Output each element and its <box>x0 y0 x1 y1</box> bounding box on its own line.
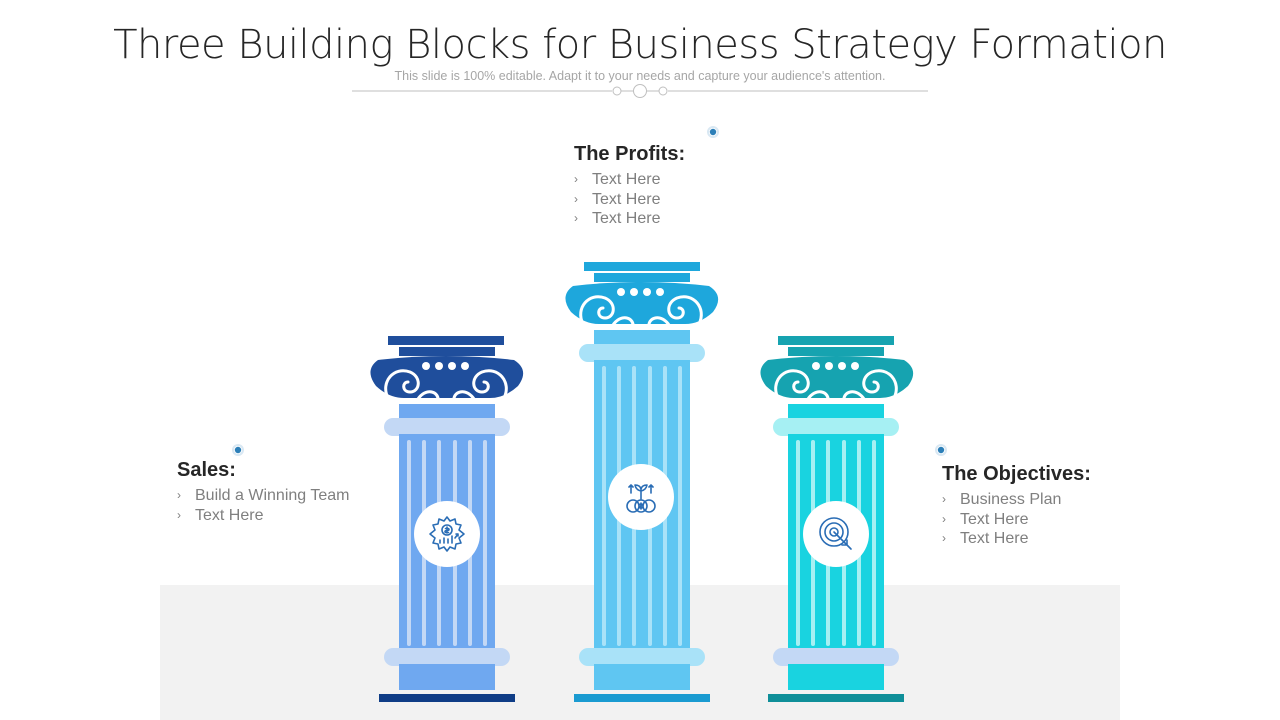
chevron-right-icon: › <box>942 492 946 506</box>
pillar-objectives-upper-ring <box>773 418 899 436</box>
chevron-right-icon: › <box>942 531 946 545</box>
objectives-icon-disc <box>803 501 869 567</box>
money-growth-icon <box>626 484 656 513</box>
target-icon <box>819 517 852 550</box>
pillar-sales-top-slab <box>388 336 504 345</box>
pillar-objectives-base <box>768 694 904 702</box>
objectives-connector <box>935 444 1034 456</box>
profits-list: ›Text Here ›Text Here ›Text Here <box>574 170 685 229</box>
list-item: ›Text Here <box>574 210 661 227</box>
pillar-profits-base <box>574 694 710 702</box>
chevron-right-icon: › <box>574 191 578 206</box>
profits-heading: The Profits: <box>574 143 686 165</box>
slide-title: Three Building Blocks for Business Strat… <box>113 22 1167 68</box>
objectives-list: ›Business Plan ›Text Here ›Text Here <box>942 490 1091 549</box>
profits-block: The Profits: ›Text Here ›Text Here ›Text… <box>574 143 685 229</box>
chevron-right-icon: › <box>574 172 578 186</box>
objectives-heading: The Objectives: <box>942 463 1091 485</box>
pillar-profits-upper-ring <box>579 344 705 362</box>
sales-connector <box>145 444 244 456</box>
sales-heading: Sales: <box>177 459 236 481</box>
objectives-block: The Objectives: ›Business Plan ›Text Her… <box>942 463 1091 549</box>
sales-list: ›Build a Winning Team ›Text Here <box>177 486 349 525</box>
list-item: ›Text Here <box>574 171 661 188</box>
pillar-profits-capital <box>565 282 719 324</box>
pillar-profits-lower-ring <box>579 648 705 666</box>
pillar-objectives-lower-ring <box>773 648 899 666</box>
list-item: ›Build a Winning Team <box>177 487 350 504</box>
chevron-right-icon: › <box>177 488 181 502</box>
list-item: ›Business Plan <box>942 491 1062 508</box>
chevron-right-icon: › <box>177 507 181 522</box>
list-item: ›Text Here <box>942 530 1029 547</box>
list-item: ›Text Here <box>177 506 264 524</box>
pillar-sales-base <box>379 694 515 702</box>
money-gear-icon <box>429 516 465 552</box>
sales-icon-disc <box>414 501 480 567</box>
list-item: ›Text Here <box>574 190 661 208</box>
pillar-objectives-capital <box>760 356 914 398</box>
pillar-objectives-top-slab <box>778 336 894 345</box>
pillar-sales-capital <box>370 356 524 398</box>
profits-icon-disc <box>608 464 674 530</box>
pillar-sales-upper-ring <box>384 418 510 436</box>
chevron-right-icon: › <box>574 211 578 225</box>
profits-connector <box>620 126 719 138</box>
slide-subtitle: This slide is 100% editable. Adapt it to… <box>394 69 886 83</box>
pillar-profits-top-slab <box>584 262 700 271</box>
title-divider <box>352 84 928 98</box>
chevron-right-icon: › <box>942 511 946 526</box>
pillar-sales-lower-ring <box>384 648 510 666</box>
sales-block: Sales: ›Build a Winning Team ›Text Here <box>177 459 349 525</box>
list-item: ›Text Here <box>942 510 1029 528</box>
